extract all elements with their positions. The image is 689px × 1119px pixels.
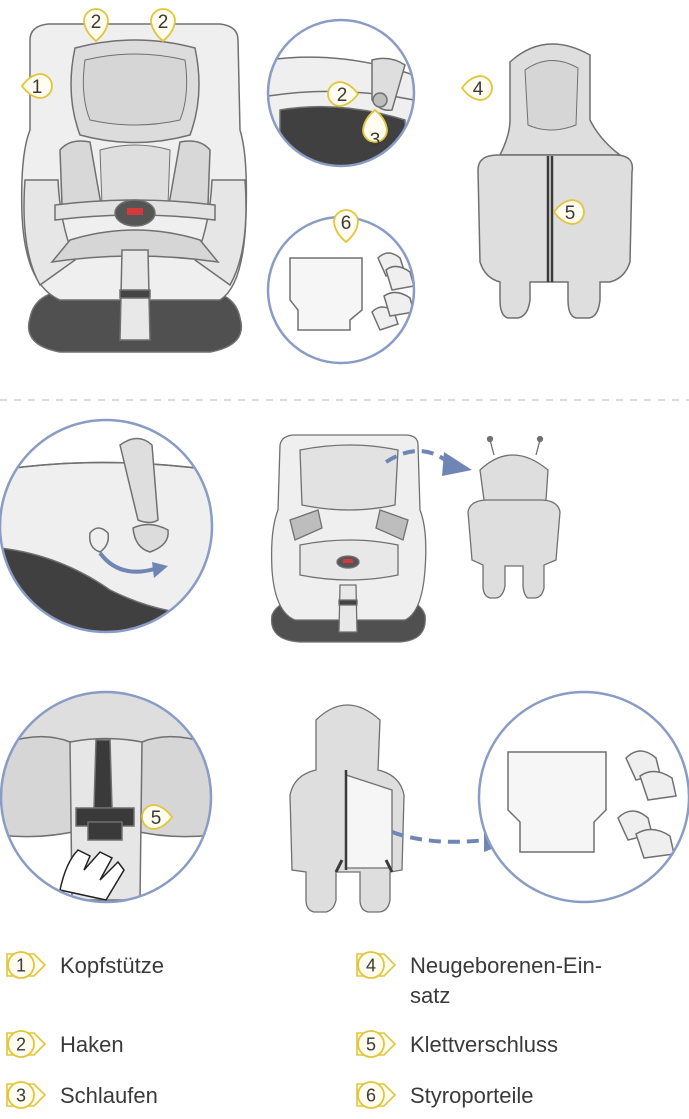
legend-item-1: 1 Kopfstütze [2, 951, 164, 981]
car-seat-illustration [22, 24, 247, 352]
svg-text:5: 5 [366, 1035, 376, 1055]
removed-newborn-insert [468, 437, 560, 599]
svg-text:1: 1 [16, 956, 26, 976]
legend-label: Klettverschluss [410, 1030, 558, 1060]
detail-circle-velcro: 5 [0, 690, 212, 902]
legend-item-3: 3 Schlaufen [2, 1081, 158, 1111]
svg-text:2: 2 [91, 12, 102, 33]
legend-number-badge: 6 [352, 1081, 398, 1109]
svg-text:4: 4 [473, 79, 484, 100]
legend-number-badge: 5 [352, 1030, 398, 1058]
newborn-insert-illustration [478, 44, 632, 318]
marker-1: 1 [22, 74, 52, 98]
marker-4: 4 [462, 76, 492, 100]
legend-item-4: 4 Neugeborenen-Ein-satz [352, 951, 610, 1011]
legend-label: Neugeborenen-Ein-satz [410, 951, 610, 1011]
svg-text:3: 3 [16, 1086, 26, 1106]
legend-label: Schlaufen [60, 1081, 158, 1111]
svg-text:2: 2 [158, 12, 169, 33]
opened-newborn-insert [290, 705, 404, 912]
svg-text:5: 5 [151, 808, 162, 829]
legend-label: Styroporteile [410, 1081, 534, 1111]
car-seat-removing-insert [272, 435, 426, 642]
svg-text:1: 1 [32, 77, 43, 98]
legend-number-badge: 4 [352, 951, 398, 979]
svg-text:2: 2 [16, 1035, 26, 1055]
svg-text:6: 6 [366, 1086, 376, 1106]
legend-number-badge: 2 [2, 1030, 48, 1058]
legend-item-5: 5 Klettverschluss [352, 1030, 558, 1060]
legend-label: Kopfstütze [60, 951, 164, 981]
legend-number-badge: 1 [2, 951, 48, 979]
detail-circle-styrofoam-removed [479, 692, 689, 902]
svg-text:6: 6 [341, 213, 352, 234]
legend-number-badge: 3 [2, 1081, 48, 1109]
svg-text:3: 3 [370, 130, 381, 151]
svg-text:2: 2 [337, 85, 348, 106]
detail-circle-unhook [0, 420, 212, 640]
legend-item-2: 2 Haken [2, 1030, 124, 1060]
svg-text:4: 4 [366, 956, 376, 976]
detail-circle-hook-loops: 2 3 [268, 20, 414, 170]
svg-text:5: 5 [565, 203, 576, 224]
legend-item-6: 6 Styroporteile [352, 1081, 534, 1111]
legend-label: Haken [60, 1030, 124, 1060]
detail-circle-styrofoam: 6 [268, 210, 414, 363]
